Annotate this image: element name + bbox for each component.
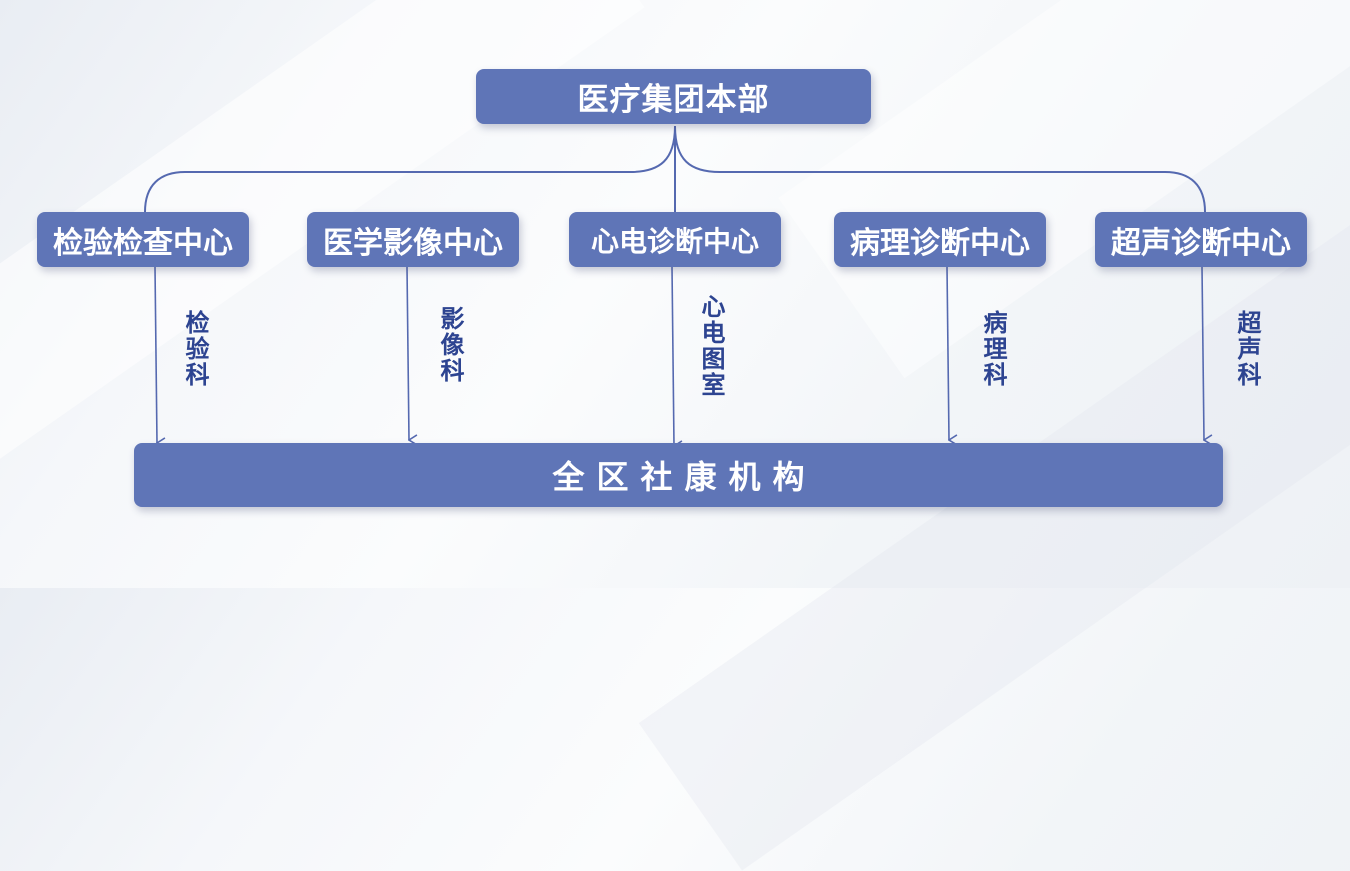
headquarters-label: 医疗集团本部 <box>577 82 770 118</box>
arrow-line <box>946 266 949 440</box>
destination-label: 全区社康机构 <box>552 458 817 496</box>
destination-box: 全区社康机构 <box>134 443 1223 507</box>
arrow-line <box>406 266 409 440</box>
dept-label-pathology: 病理科 <box>979 310 1007 388</box>
arrow-line <box>1201 266 1204 440</box>
center-label: 病理诊断中心 <box>850 225 1030 261</box>
hq-brace-right <box>674 125 1206 213</box>
dept-label-ultrasound: 超声科 <box>1233 310 1261 388</box>
center-label: 医学影像中心 <box>323 225 503 261</box>
center-label: 检验检查中心 <box>53 225 233 261</box>
arrow-line <box>154 266 157 443</box>
hq-brace-left <box>144 125 676 213</box>
dept-label-ecg: 心电图室 <box>697 294 725 398</box>
arrow-line <box>671 266 674 446</box>
center-label: 心电诊断中心 <box>590 224 759 258</box>
center-box-imaging: 医学影像中心 <box>307 212 519 267</box>
center-box-ultrasound: 超声诊断中心 <box>1095 212 1307 267</box>
connector-lines <box>144 125 1350 588</box>
center-label: 超声诊断中心 <box>1111 225 1291 261</box>
headquarters-box: 医疗集团本部 <box>476 69 871 124</box>
center-box-ecg: 心电诊断中心 <box>569 212 781 267</box>
center-box-pathology: 病理诊断中心 <box>834 212 1046 267</box>
dept-label-imaging: 影像科 <box>436 306 464 384</box>
center-box-lab: 检验检查中心 <box>37 212 249 267</box>
dept-label-lab: 检验科 <box>181 310 209 388</box>
